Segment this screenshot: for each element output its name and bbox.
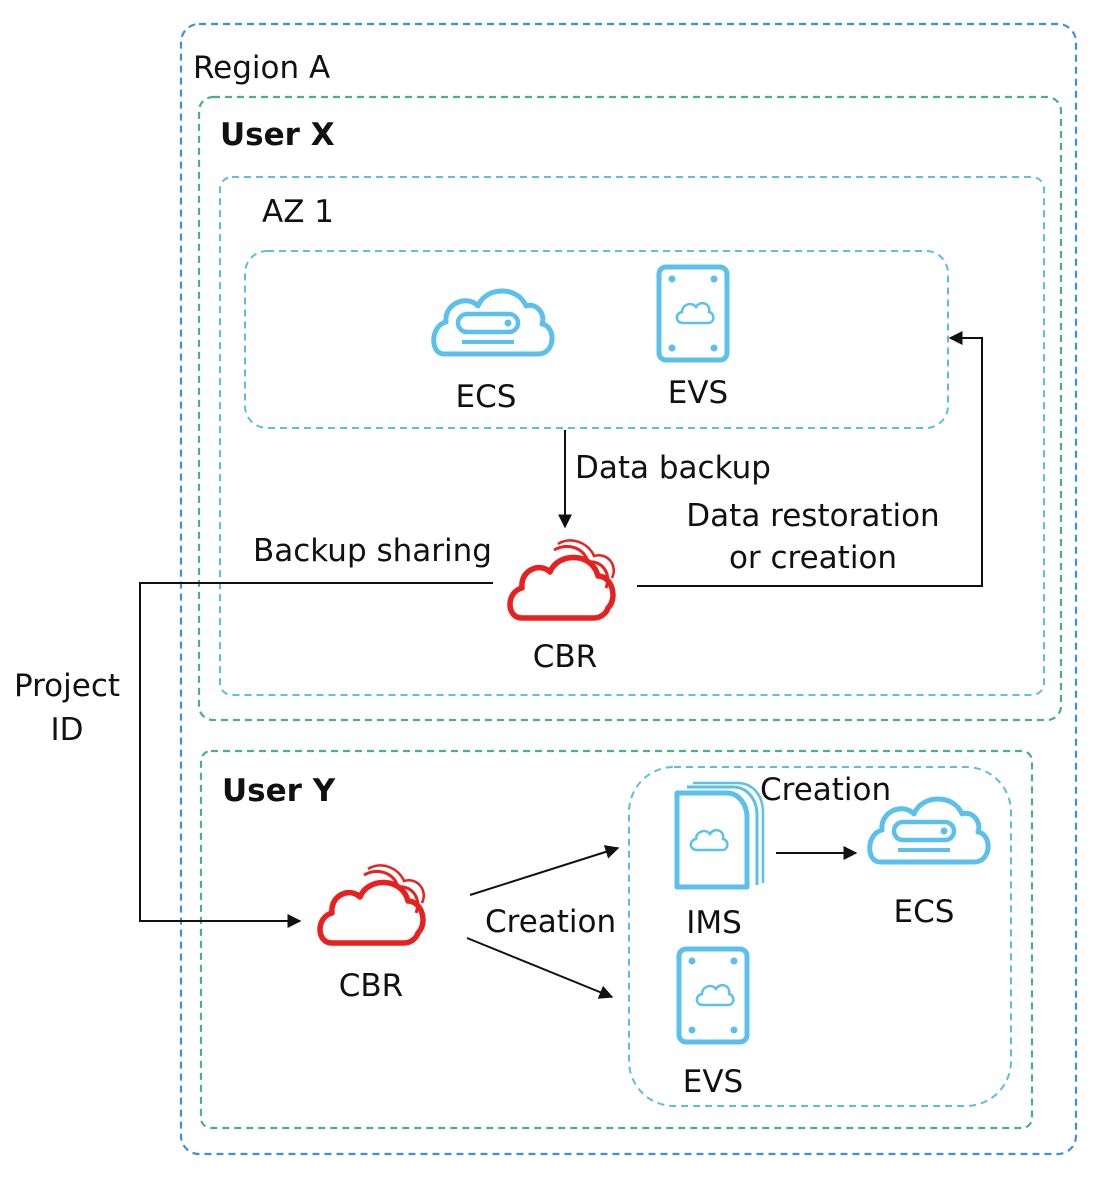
evs-disk-icon — [676, 946, 750, 1045]
ecs-y-label: ECS — [893, 894, 955, 930]
project-id-label-line1: Project — [13, 668, 121, 704]
backup-sharing-arrow — [139, 582, 493, 928]
cbr-cloud-icon — [507, 539, 616, 621]
region-a-boundary — [179, 22, 1078, 1156]
ims-y-label: IMS — [686, 905, 742, 941]
cbr-cloud-icon — [317, 864, 426, 946]
data-restoration-label-line2: or creation — [728, 540, 898, 576]
ims-image-icon — [674, 781, 765, 890]
data-restoration-arrow — [637, 331, 983, 587]
creation-to-ims-arrow — [469, 845, 620, 896]
user-x-resources-group — [244, 250, 949, 429]
data-restoration-label-line1: Data restoration — [686, 498, 940, 534]
creation-left-label: Creation — [485, 904, 617, 940]
region-a-label: Region A — [193, 50, 331, 86]
evs-y-label: EVS — [682, 1064, 744, 1100]
cbr-x-label: CBR — [532, 639, 598, 675]
creation-to-evs-arrow — [466, 937, 614, 999]
creation-right-label: Creation — [760, 772, 892, 808]
user-x-boundary — [197, 95, 1063, 722]
user-x-label: User X — [220, 117, 335, 153]
az-1-boundary — [219, 176, 1045, 696]
az-1-label: AZ 1 — [262, 194, 335, 230]
ecs-cloud-server-icon — [867, 796, 991, 865]
user-y-label: User Y — [222, 773, 336, 809]
ecs-x-label: ECS — [455, 379, 517, 415]
ecs-cloud-server-icon — [431, 288, 555, 357]
backup-sharing-label: Backup sharing — [253, 533, 492, 569]
user-y-resources-group — [628, 766, 1012, 1107]
evs-disk-icon — [656, 264, 730, 363]
data-backup-label: Data backup — [575, 450, 771, 486]
evs-x-label: EVS — [667, 375, 729, 411]
project-id-label-line2: ID — [50, 712, 84, 748]
cbr-y-label: CBR — [338, 968, 404, 1004]
